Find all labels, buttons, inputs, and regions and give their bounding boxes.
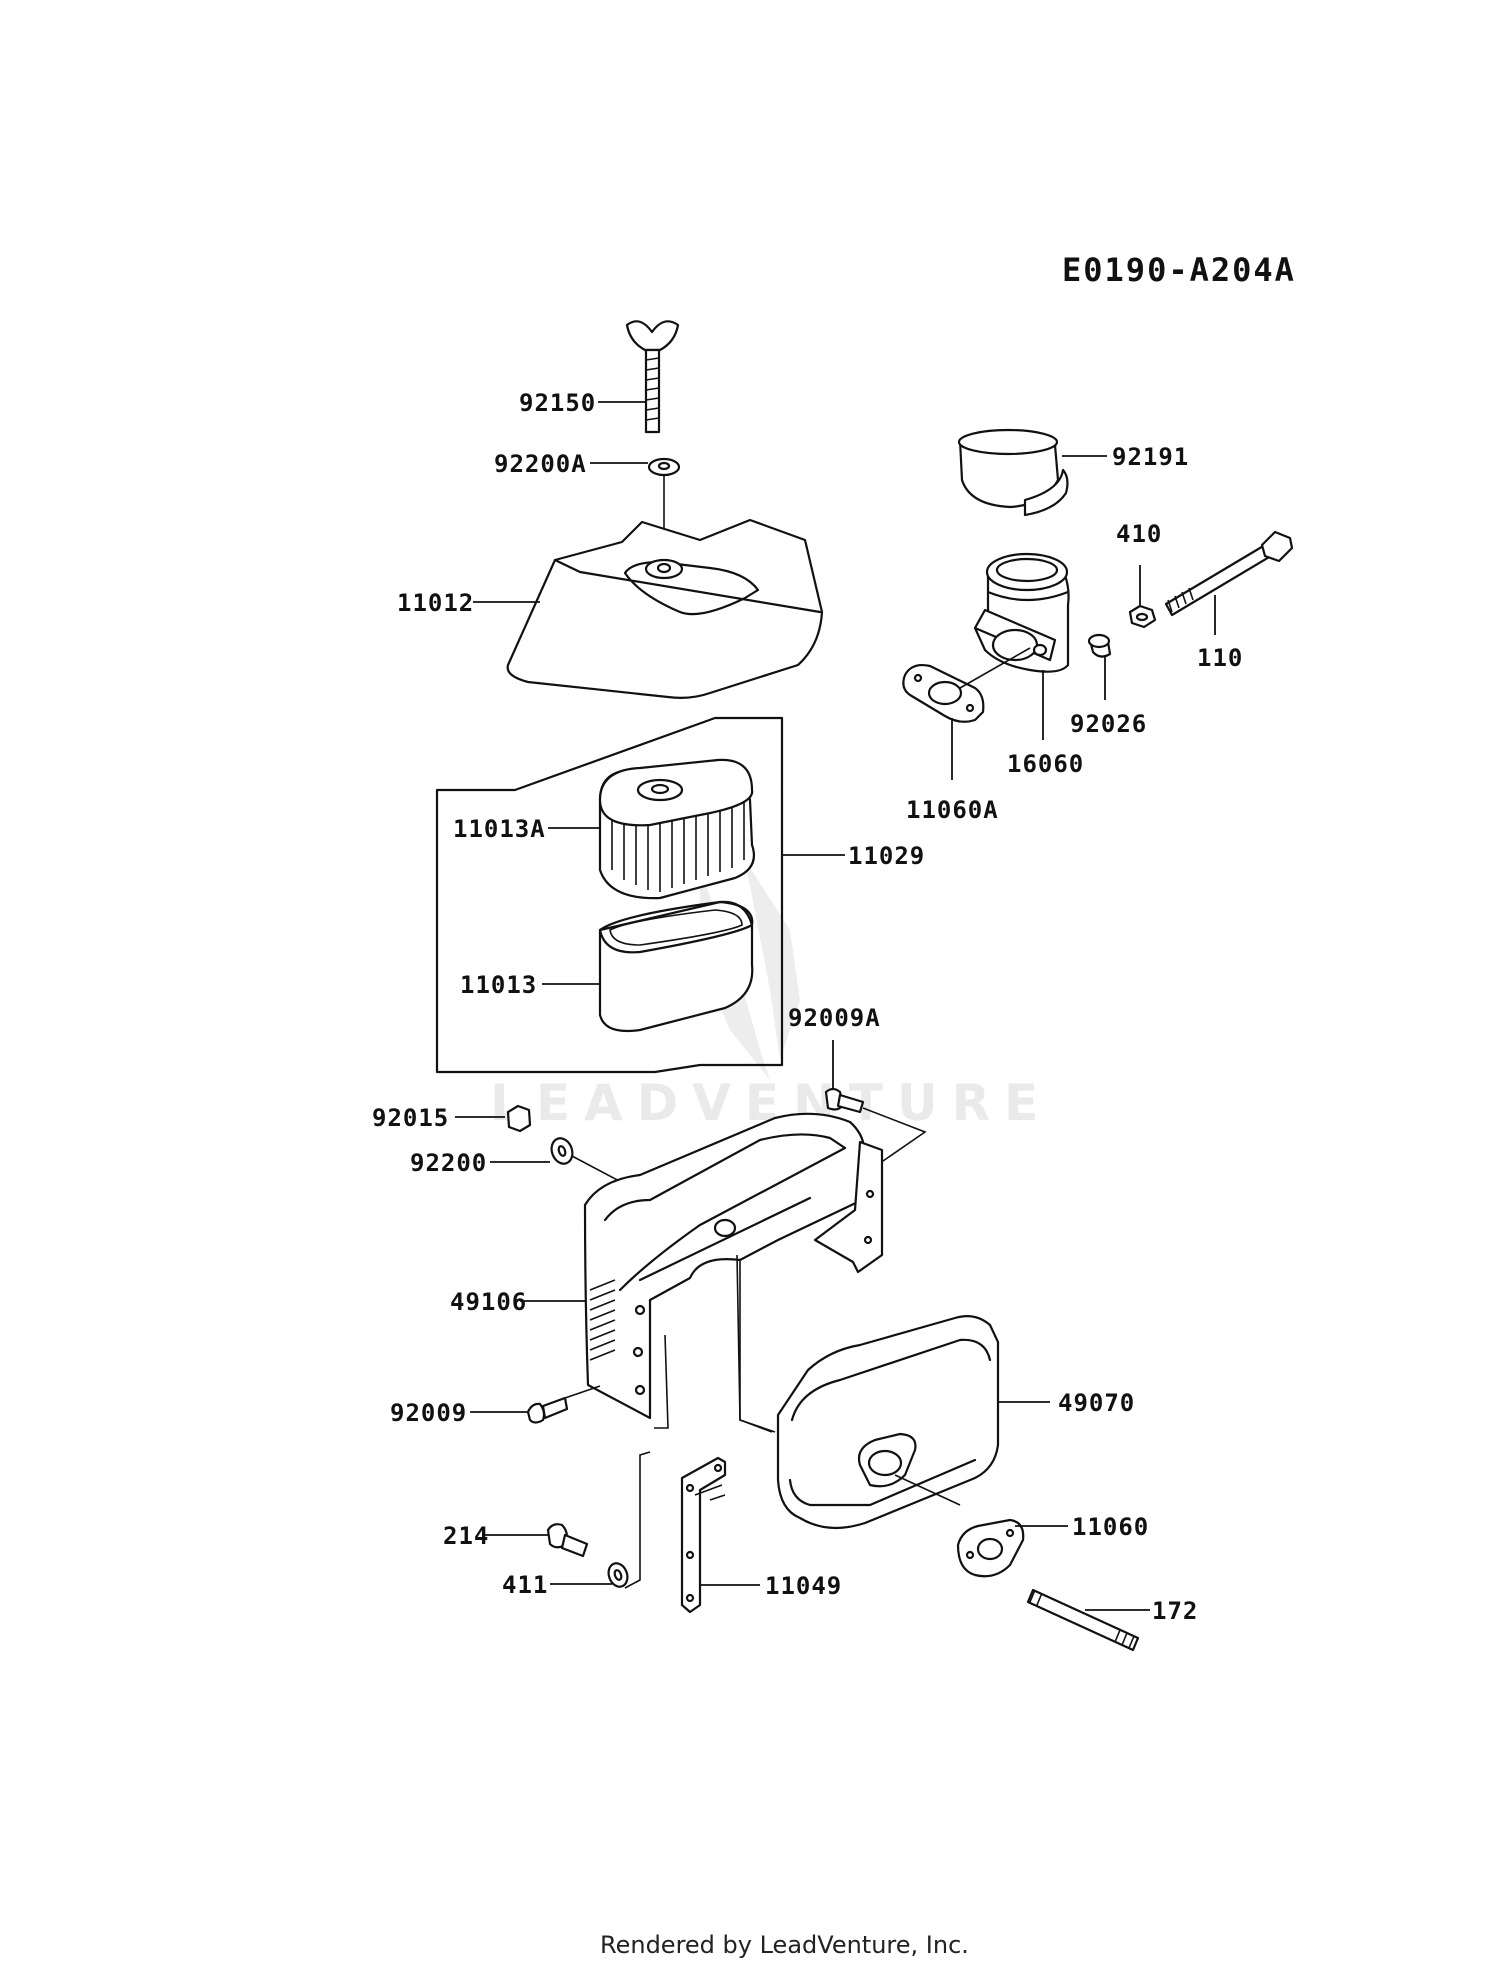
- long-bolt-icon: [1164, 530, 1294, 617]
- bolt-icon: [824, 1087, 865, 1114]
- part-label: 92009: [390, 1399, 467, 1427]
- air-filter-element-icon: [598, 758, 756, 900]
- part-label: 16060: [1007, 750, 1084, 778]
- part-label: 92191: [1112, 443, 1189, 471]
- washer-icon: [550, 1137, 574, 1165]
- part-label: 11013A: [453, 815, 546, 843]
- spacer-icon: [1087, 633, 1112, 658]
- gasket-icon: [956, 1518, 1025, 1578]
- element-set-bracket: [435, 716, 784, 1074]
- stud-bolt-icon: [1026, 1588, 1140, 1652]
- gasket-icon: [902, 663, 985, 723]
- part-labels: 92150 92200A 11012 92191 410 110 92026 1…: [372, 389, 1243, 1625]
- hose-icon: [957, 428, 1069, 517]
- part-label: 11060: [1072, 1513, 1149, 1541]
- bolt-icon: [526, 1385, 601, 1424]
- flange-bolt-icon: [546, 1523, 589, 1558]
- part-label: 110: [1197, 644, 1243, 672]
- part-label: 11012: [397, 589, 474, 617]
- part-label: 92026: [1070, 710, 1147, 738]
- muffler-guard-icon: [583, 1112, 884, 1433]
- part-label: 11060A: [906, 796, 999, 824]
- part-label: 92200: [410, 1149, 487, 1177]
- part-label: 49106: [450, 1288, 527, 1316]
- lock-washer-icon: [607, 1562, 629, 1588]
- part-label: 214: [443, 1522, 489, 1550]
- part-label: 410: [1116, 520, 1162, 548]
- part-label: 11049: [765, 1572, 842, 1600]
- part-label: 411: [502, 1571, 548, 1599]
- diagram-code: E0190-A204A: [1062, 251, 1296, 289]
- part-label: 172: [1152, 1597, 1198, 1625]
- muffler-icon: [776, 1315, 1000, 1530]
- nut-icon: [1128, 604, 1157, 629]
- washer-icon: [647, 457, 681, 477]
- part-label: 49070: [1058, 1389, 1135, 1417]
- part-label: 92150: [519, 389, 596, 417]
- leadventure-watermark: LEADVENTURE: [490, 860, 1038, 1132]
- carburetor-elbow-icon: [973, 552, 1070, 673]
- air-cleaner-cover-icon: [506, 518, 824, 699]
- footer-credit: Rendered by LeadVenture, Inc.: [600, 1931, 969, 1959]
- part-label: 11013: [460, 971, 537, 999]
- bracket-icon: [680, 1456, 727, 1614]
- part-label: 92009A: [788, 1004, 881, 1032]
- wing-bolt-icon: [625, 320, 680, 434]
- flange-nut-icon: [506, 1104, 532, 1133]
- part-label: 11029: [848, 842, 925, 870]
- part-label: 92015: [372, 1104, 449, 1132]
- pre-cleaner-icon: [598, 900, 754, 1033]
- part-label: 92200A: [494, 450, 587, 478]
